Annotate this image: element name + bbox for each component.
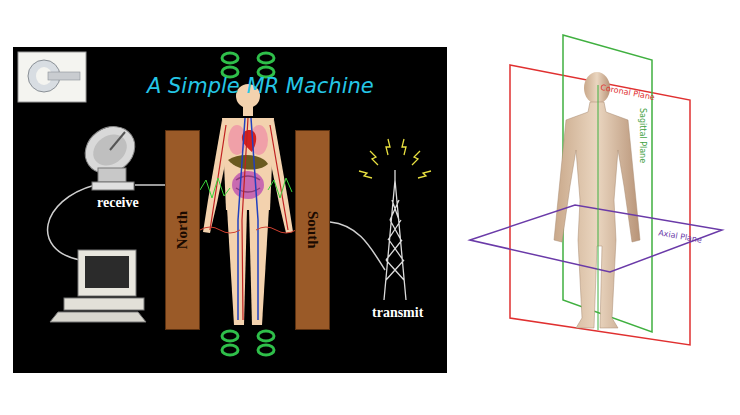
plane-label: Coronal Plane [600, 83, 656, 102]
computer [50, 250, 146, 322]
antenna-tower [359, 139, 431, 300]
pole-label: South [304, 211, 321, 249]
plane-label: Axial Plane [658, 228, 703, 245]
transmit-label: transmit [372, 305, 423, 321]
mannequin [554, 72, 640, 328]
mri-icon [18, 52, 86, 102]
gradient-coils [222, 53, 274, 355]
anatomical-planes [470, 35, 722, 345]
magnet-bar: North [165, 130, 200, 330]
plane-label: Sagittal Plane [638, 108, 647, 163]
magnet-bar: South [295, 130, 330, 330]
signal-wave [200, 178, 296, 233]
pole-label: North [174, 211, 191, 249]
human-figure [203, 84, 293, 325]
satellite-dish [76, 117, 144, 190]
title: A Simple MR Machine [147, 74, 374, 98]
receive-label: receive [97, 195, 139, 211]
